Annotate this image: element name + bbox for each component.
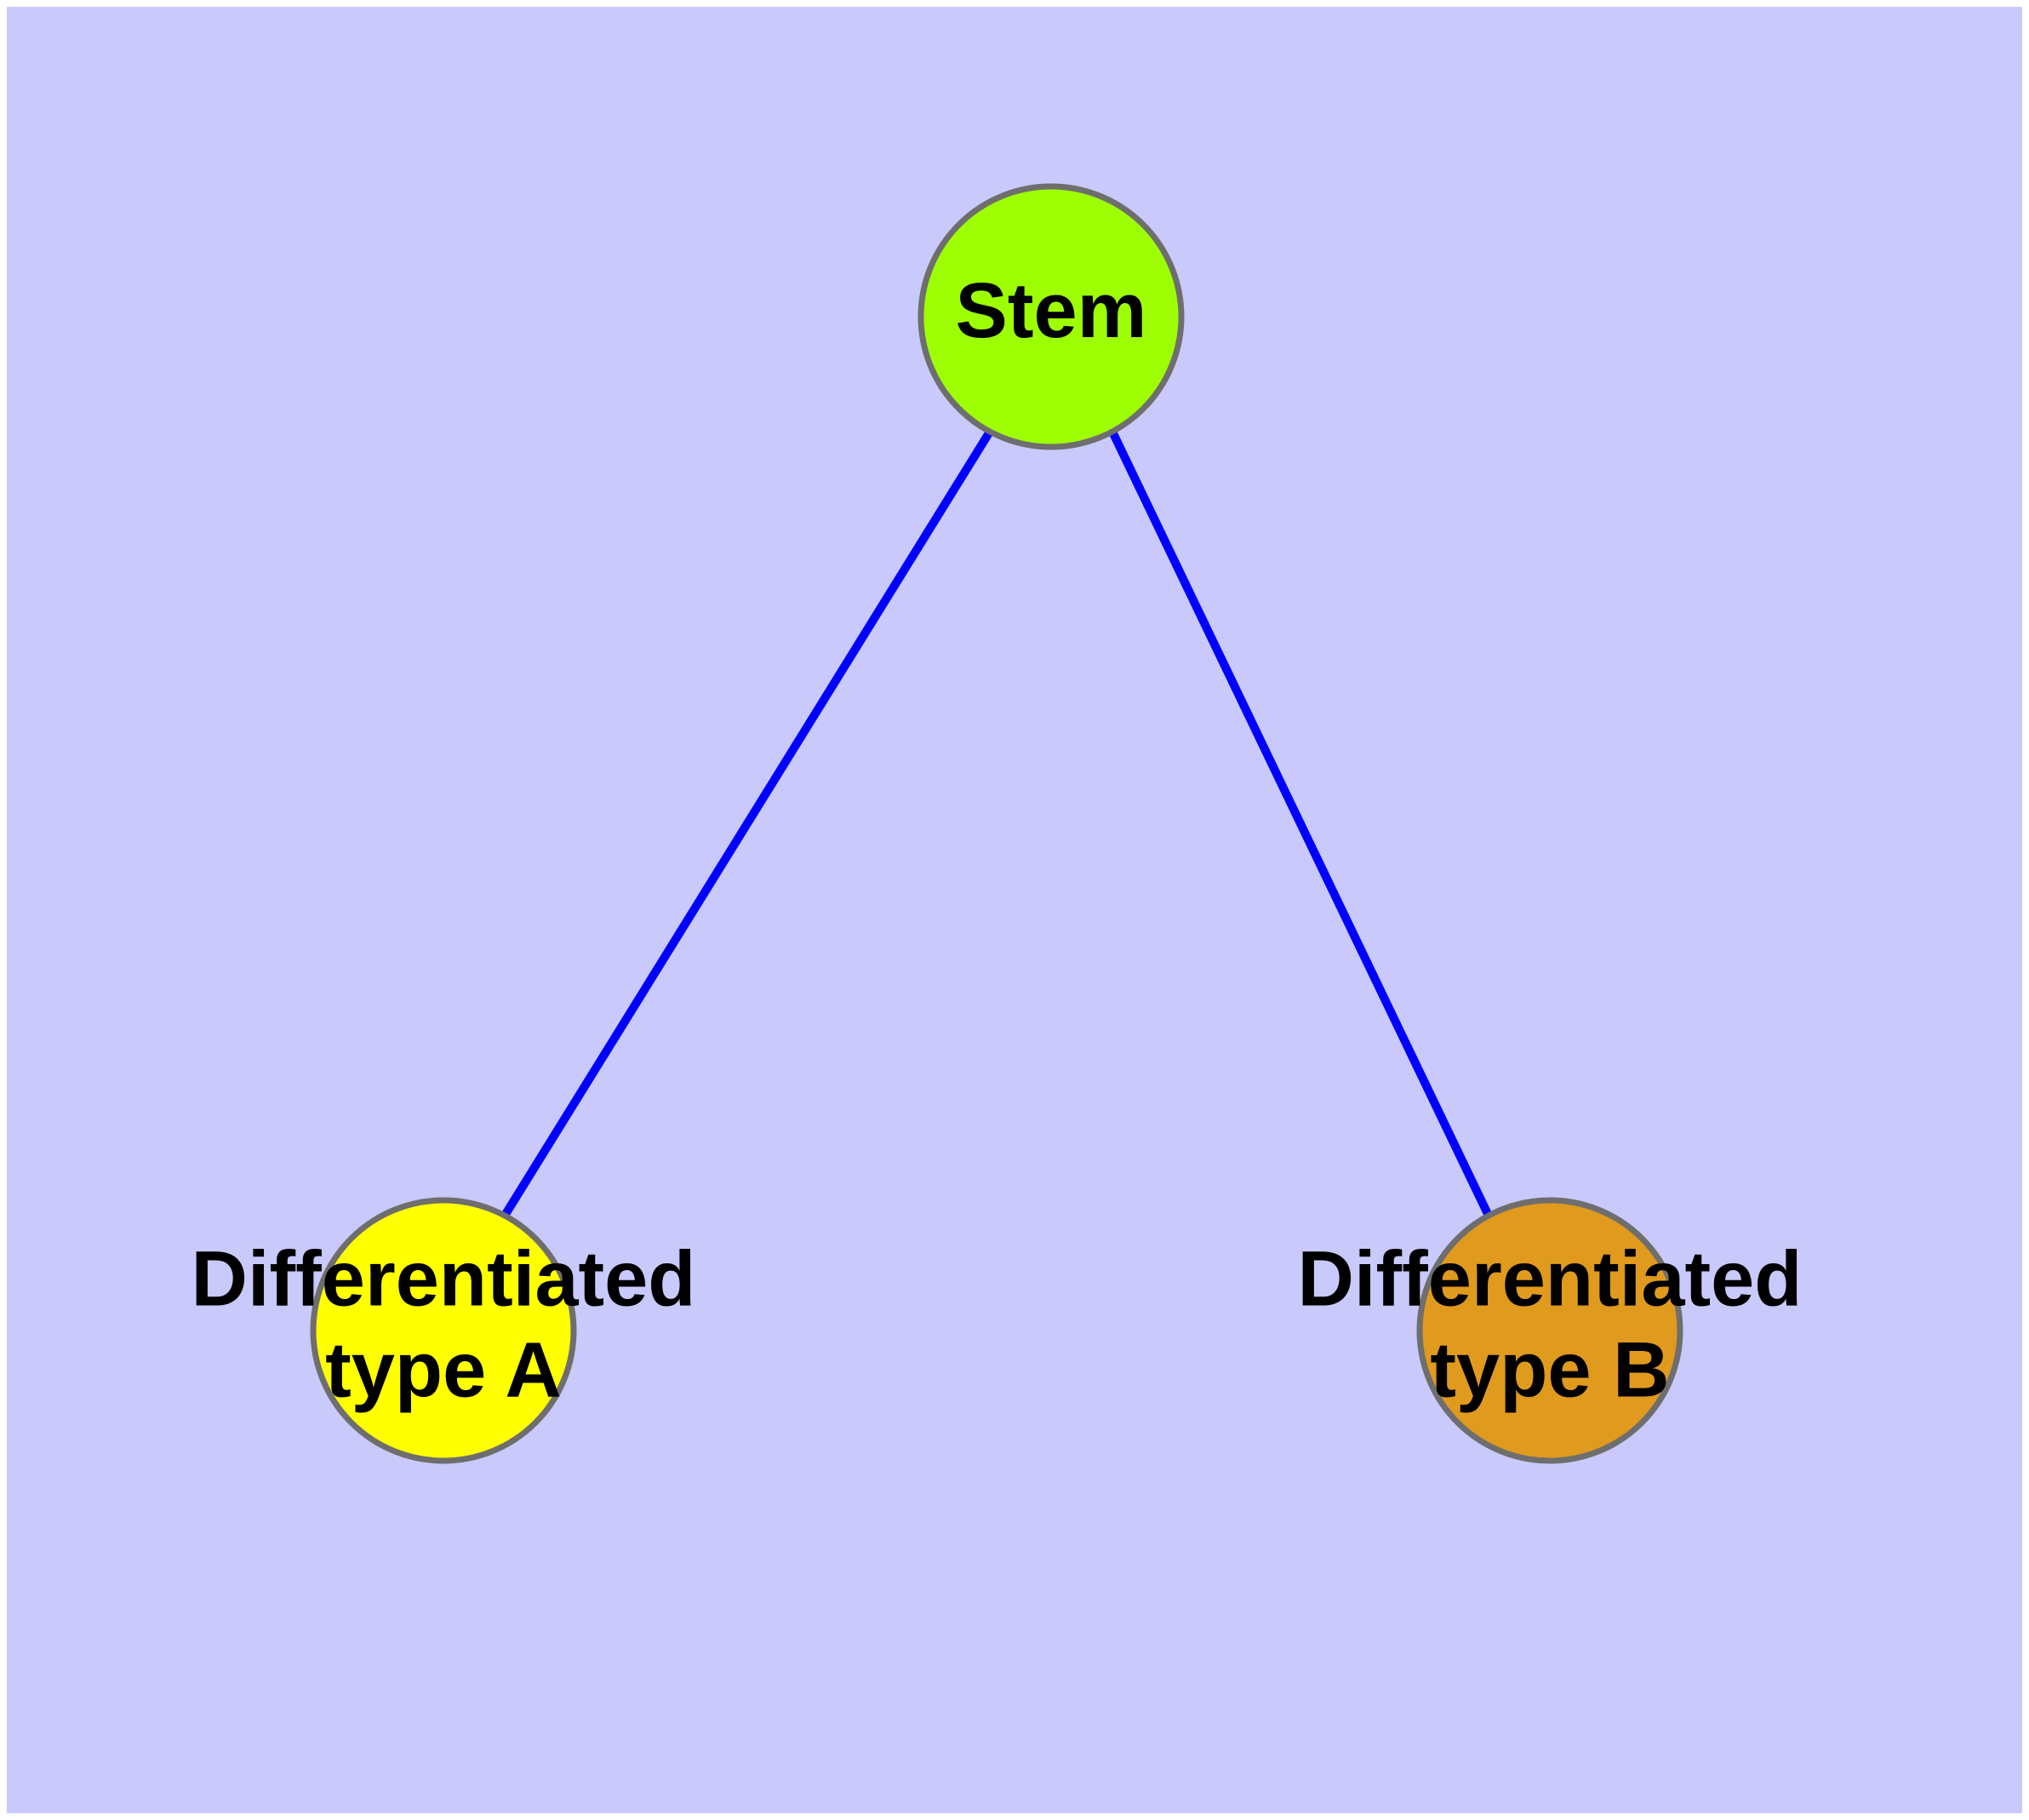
node-stem-label: Stem [956, 267, 1147, 354]
edge-stem-to-differentiated-type-a[interactable] [500, 429, 994, 1218]
node-stem-circle[interactable] [917, 183, 1185, 450]
node-differentiated-type-b-circle[interactable] [1416, 1197, 1683, 1464]
edge-layer [500, 429, 1493, 1218]
node-layer [310, 183, 1683, 1464]
node-differentiated-type-a-circle[interactable] [310, 1197, 577, 1464]
edge-stem-to-differentiated-type-b[interactable] [1108, 429, 1493, 1218]
